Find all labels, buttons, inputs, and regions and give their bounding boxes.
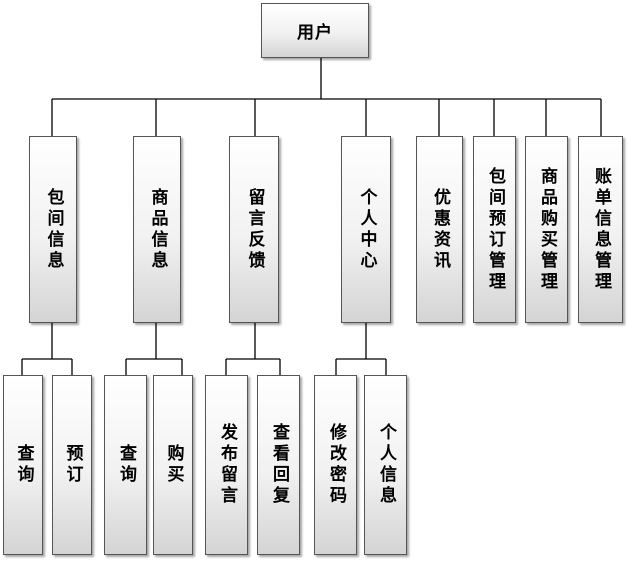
module-label: 包间预订管理 [485, 166, 505, 293]
child-label: 查询 [13, 444, 34, 486]
child-box-buy: 购买 [153, 375, 193, 555]
module-label: 账单信息管理 [591, 166, 611, 293]
module-box-room-booking-mgmt: 包间预订管理 [473, 136, 516, 323]
module-label: 留言反馈 [244, 187, 265, 272]
child-box-query: 查询 [104, 375, 147, 555]
module-label: 商品信息 [147, 187, 168, 272]
child-label: 购买 [163, 444, 184, 486]
child-label: 修改密码 [326, 423, 346, 507]
module-box-feedback: 留言反馈 [229, 136, 279, 323]
module-label: 商品购买管理 [537, 166, 557, 293]
module-label: 包间信息 [43, 187, 64, 272]
module-box-goods-purchase-mgmt: 商品购买管理 [525, 136, 568, 323]
child-label: 预订 [62, 444, 83, 486]
child-box-change-password: 修改密码 [314, 375, 357, 555]
child-box-reserve: 预订 [52, 375, 92, 555]
module-box-personal-center: 个人中心 [341, 136, 391, 323]
child-label: 查看回复 [269, 423, 289, 507]
module-label: 优惠资讯 [430, 187, 450, 272]
child-box-query: 查询 [3, 375, 43, 555]
module-box-goods-info: 商品信息 [133, 136, 181, 323]
child-box-view-reply: 查看回复 [257, 375, 300, 555]
root-node: 用户 [261, 3, 369, 58]
child-label: 个人信息 [376, 423, 396, 507]
child-label: 发布留言 [217, 423, 237, 507]
module-box-baojian-info: 包间信息 [29, 136, 77, 323]
root-label: 用户 [297, 23, 333, 43]
module-label: 个人中心 [356, 187, 377, 272]
module-box-bill-info-mgmt: 账单信息管理 [578, 136, 623, 323]
module-box-promotion-news: 优惠资讯 [416, 136, 463, 323]
child-box-personal-info: 个人信息 [364, 375, 407, 555]
child-box-post-message: 发布留言 [205, 375, 248, 555]
child-label: 查询 [116, 444, 136, 486]
